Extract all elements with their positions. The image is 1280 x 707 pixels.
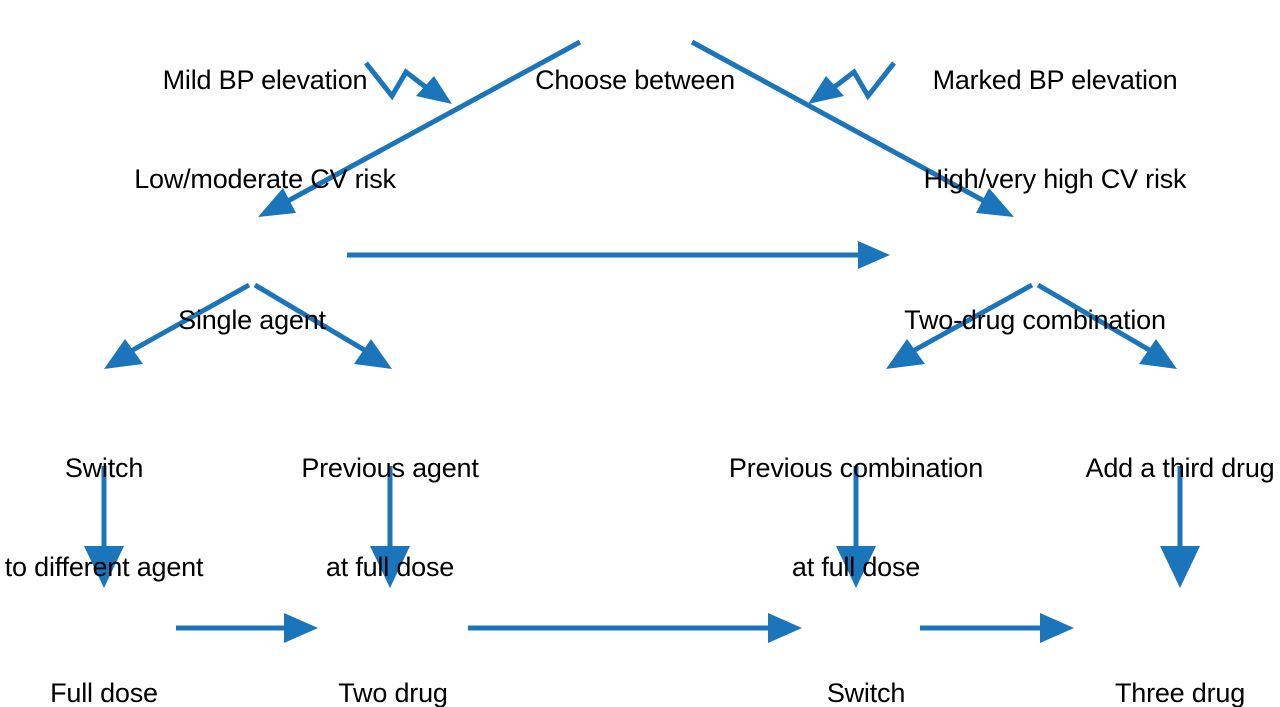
node-switch-to-different-two-drug-combination: Switch to a different two-drug combinati…	[737, 611, 995, 707]
node-choose-between: Choose between	[535, 0, 735, 163]
node-full-dose-monotherapy: Full dose monotherapy	[26, 611, 181, 707]
switch-to-monotherapy-arrow	[84, 466, 124, 588]
node-two-drug-combination-at-full-doses: Two drug combination at full doses	[321, 611, 464, 707]
node-mild-bp-line2: Low/moderate CV risk	[134, 164, 396, 194]
node-single-agent: Single agent	[178, 238, 326, 403]
zigzag-arrow-right-icon	[808, 61, 896, 104]
node-switch-agent-line1: Switch	[64, 453, 144, 483]
switch-to-three-drug-arrow	[920, 613, 1074, 643]
node-previous-agent-line2: at full dose	[325, 552, 455, 582]
node-previous-combination-line2: at full dose	[791, 552, 921, 582]
choose-to-single-agent-arrow	[258, 39, 582, 217]
node-mild-bp-elevation: Mild BP elevation Low/moderate CV risk	[134, 0, 396, 262]
node-three-drug-combination-at-full-doses: Three drug combination at full doses	[1108, 611, 1251, 707]
node-previous-combination-at-full-dose: Previous combination at full dose	[729, 386, 983, 650]
node-marked-bp-elevation: Marked BP elevation High/very high CV ri…	[924, 0, 1187, 262]
node-switch-two-drug-line1: Switch	[826, 678, 906, 707]
node-choose-between-line1: Choose between	[535, 65, 735, 95]
single-agent-to-switch-arrow	[104, 282, 251, 369]
two-drug-to-previous-combination-arrow	[886, 282, 1034, 369]
node-marked-bp-line2: High/very high CV risk	[923, 164, 1187, 194]
previous-combination-to-switch-arrow	[836, 466, 876, 588]
choose-to-two-drug-arrow	[690, 39, 1014, 217]
add-third-to-three-drug-arrow	[1160, 466, 1200, 588]
two-drug-to-add-third-arrow	[1036, 282, 1177, 369]
node-single-agent-line1: Single agent	[178, 305, 326, 335]
node-switch-agent-line2: to different agent	[4, 552, 204, 582]
single-agent-to-two-drug-arrow	[347, 241, 890, 269]
two-drug-to-switch-two-drug-arrow	[468, 613, 802, 643]
node-add-third-drug-line1: Add a third drug	[1085, 453, 1275, 483]
single-agent-to-previous-agent-arrow	[253, 282, 392, 369]
node-previous-agent-line1: Previous agent	[301, 453, 479, 483]
node-two-drug-combination-line1: Two-drug combination	[904, 305, 1166, 335]
node-two-drug-full-line1: Two drug	[338, 678, 448, 707]
zigzag-arrow-left-icon	[364, 61, 452, 104]
monotherapy-to-two-drug-arrow	[176, 613, 318, 643]
node-add-a-third-drug: Add a third drug	[1086, 386, 1275, 551]
node-marked-bp-line1: Marked BP elevation	[932, 65, 1178, 95]
node-previous-agent-at-full-dose: Previous agent at full dose	[301, 386, 479, 650]
node-switch-to-different-agent: Switch to different agent	[5, 386, 204, 650]
previous-agent-to-two-drug-full-arrow	[370, 466, 410, 588]
node-mild-bp-line1: Mild BP elevation	[162, 65, 368, 95]
node-three-drug-full-line1: Three drug	[1114, 678, 1246, 707]
node-full-dose-monotherapy-line1: Full dose	[50, 678, 158, 707]
node-two-drug-combination: Two-drug combination	[904, 238, 1166, 403]
node-previous-combination-line1: Previous combination	[728, 453, 984, 483]
